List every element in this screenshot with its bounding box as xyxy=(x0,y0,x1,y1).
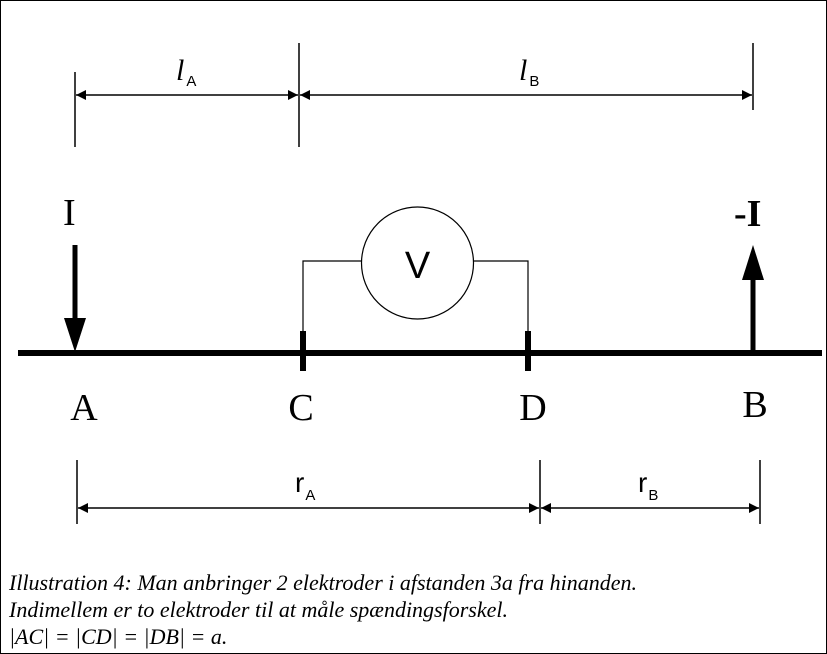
voltmeter-circle xyxy=(360,206,475,320)
current-in-arrowhead xyxy=(64,318,86,352)
current-in-label: I xyxy=(63,192,76,234)
voltmeter-wire-right xyxy=(473,260,529,331)
voltmeter-wire-left xyxy=(302,260,362,331)
figure-caption: Illustration 4: Man anbringer 2 elektrod… xyxy=(9,569,819,650)
caption-line-1: Illustration 4: Man anbringer 2 elektrod… xyxy=(9,570,637,595)
current-out-label: -I xyxy=(734,193,761,235)
point-label-b: B xyxy=(742,384,767,426)
current-out-arrowhead xyxy=(742,245,764,280)
dimension-label-ra: rA xyxy=(295,467,315,504)
dimension-label-rb: rB xyxy=(638,467,658,504)
point-label-d: D xyxy=(519,387,546,429)
caption-line-3: |AC| = |CD| = |DB| = a. xyxy=(9,624,228,649)
caption-line-2: Indimellem er to elektroder til at måle … xyxy=(9,597,508,622)
voltmeter-label: V xyxy=(405,245,431,287)
point-label-a: A xyxy=(70,387,98,429)
point-label-c: C xyxy=(288,387,313,429)
